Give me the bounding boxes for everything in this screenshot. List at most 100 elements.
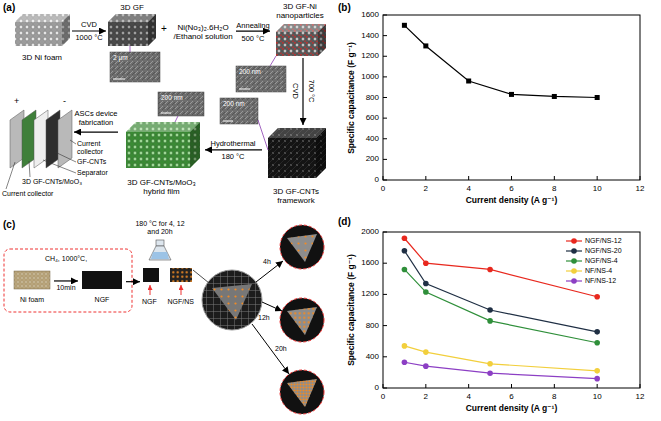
growth-circle xyxy=(280,370,324,414)
sem-inset xyxy=(113,79,125,80)
panel-label: (d) xyxy=(338,216,351,228)
growth-circle xyxy=(287,379,317,407)
tick-label: 1000 xyxy=(361,72,379,81)
tick-mark xyxy=(425,384,426,388)
axis-title: Specific capacitance (F g⁻¹) xyxy=(347,42,357,154)
tick-label: 1200 xyxy=(361,52,379,61)
tick-label: 400 xyxy=(366,134,379,143)
cvd-frame xyxy=(14,271,50,289)
legend-swatch xyxy=(571,258,577,264)
tick-mark xyxy=(511,176,512,180)
sem-inset xyxy=(110,52,160,82)
sample-piece xyxy=(143,268,159,282)
data-marker xyxy=(466,79,471,84)
tick-label: 800 xyxy=(366,93,379,102)
inset-pointer xyxy=(130,46,276,150)
graphene-foam-block xyxy=(108,14,156,46)
graphene-foam-block xyxy=(108,22,148,46)
gf-ni-block xyxy=(318,24,326,56)
legend-entry: NGF/NS-20 xyxy=(566,246,622,256)
gf-cnt-block xyxy=(268,128,326,138)
process-condition: 500 °C xyxy=(241,35,264,44)
sem-inset xyxy=(161,113,171,114)
autoclave-bottle xyxy=(156,240,164,246)
scale-bar-label: 2 μm xyxy=(113,54,128,61)
ni-foam-block xyxy=(15,14,70,22)
cvd-frame xyxy=(4,249,132,312)
tick-label: 1600 xyxy=(361,259,379,268)
data-series xyxy=(402,23,600,100)
data-series xyxy=(402,267,600,346)
axis-title: Specific capacitance (F g⁻¹) xyxy=(347,254,357,366)
growth-circle xyxy=(280,225,324,269)
tick-mark xyxy=(640,176,641,180)
tick-label: 2000 xyxy=(361,227,379,236)
tick-mark xyxy=(383,325,387,326)
tick-mark xyxy=(383,263,387,264)
sem-circle xyxy=(212,284,252,320)
data-marker xyxy=(402,23,407,28)
legend-swatch xyxy=(566,247,582,255)
gf-cnt-block xyxy=(316,128,326,178)
tick-label: 800 xyxy=(366,321,379,330)
sample-piece xyxy=(143,268,209,295)
tick-mark xyxy=(425,176,426,180)
cvd-frame xyxy=(4,249,132,312)
growth-circle xyxy=(280,298,324,342)
growth-arrow xyxy=(262,302,282,311)
data-line xyxy=(404,251,597,332)
process-arrow xyxy=(302,58,303,125)
gf-cnt-block xyxy=(268,138,316,178)
data-marker xyxy=(402,235,408,241)
tick-mark xyxy=(640,384,641,388)
sem-circle xyxy=(202,270,262,330)
inset-pointer xyxy=(270,56,276,66)
tick-label: 4 xyxy=(466,184,470,193)
data-series xyxy=(402,235,600,299)
part-label: Current collector xyxy=(2,190,53,198)
data-marker xyxy=(594,376,600,382)
process-arrow xyxy=(205,149,262,150)
tick-mark xyxy=(383,294,387,295)
stage-box: Ni foam xyxy=(10,268,54,304)
tick-mark xyxy=(554,176,555,180)
process-arrow xyxy=(72,30,106,31)
tick-mark xyxy=(383,176,384,180)
scale-bar-label: 200 nm xyxy=(161,94,183,101)
sem-inset xyxy=(158,92,204,116)
tick-label: 8 xyxy=(552,392,556,401)
data-line xyxy=(404,269,597,342)
sem-circle xyxy=(202,270,262,330)
tick-mark xyxy=(383,232,387,233)
hybrid-film-block xyxy=(126,122,200,132)
autoclave-bottle xyxy=(151,252,169,259)
node-text: Ni(No₃)₂.6H₂O /Ethanol solution xyxy=(170,23,236,41)
tick-label: 0 xyxy=(381,392,385,401)
growth-circle xyxy=(287,307,317,335)
legend-entry: NGF/NS-4 xyxy=(566,256,622,266)
axis-title: Current density (A g⁻¹) xyxy=(466,404,558,414)
growth-circle xyxy=(280,225,324,414)
leader-line xyxy=(70,140,76,144)
sem-inset xyxy=(239,89,250,90)
ni-foam-block xyxy=(15,14,70,22)
data-series xyxy=(402,343,600,374)
hybrid-film-block xyxy=(126,122,200,168)
legend-text: NGF/NS-20 xyxy=(585,247,622,255)
legend-entry: NF/NS-4 xyxy=(566,266,622,276)
data-marker xyxy=(594,340,600,346)
data-marker xyxy=(594,368,600,374)
plot-axes xyxy=(383,15,640,180)
graphene-foam-block xyxy=(108,14,156,22)
plus-sign: + xyxy=(161,23,167,35)
tick-mark xyxy=(383,35,387,36)
legend-text: NF/NS-4 xyxy=(585,267,612,275)
node-text: 3D GF-Ni nanoparticles xyxy=(270,2,330,20)
legend-swatch xyxy=(571,248,577,254)
data-marker xyxy=(423,43,428,48)
tick-label: 200 xyxy=(366,155,379,164)
process-label: ASCs device fabrication xyxy=(72,110,120,127)
process-condition: 180 °C xyxy=(221,153,244,162)
data-marker xyxy=(402,343,408,349)
